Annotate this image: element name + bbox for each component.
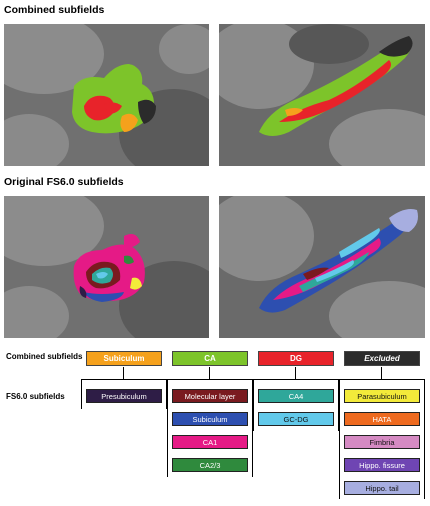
connector-line [339, 379, 425, 380]
subfield-parasubiculum: Parasubiculum [344, 389, 420, 403]
connector-line [252, 379, 253, 477]
connector-line [338, 379, 339, 431]
connector-line [167, 379, 168, 477]
combined-subfields-title: Combined subfields [4, 4, 105, 16]
subfield-presubiculum: Presubiculum [86, 389, 162, 403]
connector-line [123, 367, 124, 379]
connector-line [253, 379, 254, 431]
connector-line [424, 379, 425, 499]
combined-coronal-image [4, 24, 209, 166]
subfield-ca4: CA4 [258, 389, 334, 403]
connector-line [166, 379, 167, 409]
connector-line [81, 379, 167, 380]
group-header-excluded: Excluded [344, 351, 420, 366]
connector-line [295, 367, 296, 379]
group-header-subiculum: Subiculum [86, 351, 162, 366]
subfield-ca1: CA1 [172, 435, 248, 449]
original-sagittal-image [219, 196, 425, 338]
subfield-gc-dg: GC-DG [258, 412, 334, 426]
subfield-hippo-tail: Hippo. tail [344, 481, 420, 495]
original-subfields-title: Original FS6.0 subfields [4, 176, 124, 188]
combined-sagittal-image [219, 24, 425, 166]
connector-line [339, 379, 340, 499]
subfield-hippo-fissure: Hippo. fissure [344, 458, 420, 472]
group-header-ca: CA [172, 351, 248, 366]
connector-line [167, 379, 253, 380]
connector-line [253, 379, 339, 380]
connector-line [381, 367, 382, 379]
combined-row-label: Combined subfields [6, 352, 83, 361]
subfield-subiculum: Subiculum [172, 412, 248, 426]
subfield-hata: HATA [344, 412, 420, 426]
original-coronal-image [4, 196, 209, 338]
group-header-dg: DG [258, 351, 334, 366]
fs6-row-label: FS6.0 subfields [6, 392, 65, 401]
connector-line [81, 379, 82, 409]
connector-line [209, 367, 210, 379]
subfield-fimbria: Fimbria [344, 435, 420, 449]
subfield-ca2-3: CA2/3 [172, 458, 248, 472]
subfield-molecular-layer: Molecular layer [172, 389, 248, 403]
